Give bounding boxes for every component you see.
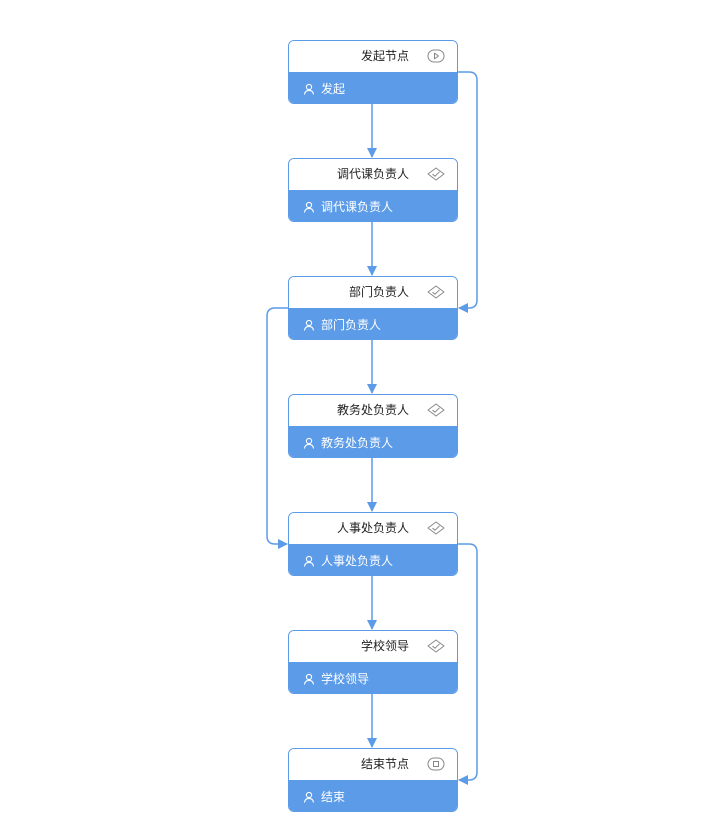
flow-node-approval[interactable]: 人事处负责人 人事处负责人 (288, 512, 458, 576)
flow-node-approval[interactable]: 部门负责人 部门负责人 (288, 276, 458, 340)
node-header: 学校领导 (289, 631, 457, 662)
node-body: 学校领导 (289, 662, 457, 693)
node-assignee: 人事处负责人 (321, 554, 394, 568)
play-circle-icon (427, 49, 445, 63)
user-icon (303, 791, 315, 803)
node-title: 部门负责人 (348, 285, 409, 299)
node-body: 调代课负责人 (289, 190, 457, 221)
node-title: 教务处负责人 (336, 403, 409, 417)
stop-circle-icon (427, 757, 445, 771)
node-body: 教务处负责人 (289, 426, 457, 457)
user-icon (303, 673, 315, 685)
node-assignee: 学校领导 (321, 672, 370, 686)
node-body: 部门负责人 (289, 308, 457, 339)
flow-edge (266, 307, 288, 549)
node-assignee: 调代课负责人 (321, 200, 394, 214)
node-assignee: 结束 (321, 790, 346, 804)
flow-node-approval[interactable]: 教务处负责人 教务处负责人 (288, 394, 458, 458)
node-title: 调代课负责人 (336, 167, 409, 181)
flow-node-start[interactable]: 发起节点 发起 (288, 40, 458, 104)
user-icon (303, 555, 315, 567)
flow-edge (458, 71, 478, 313)
diamond-icon (427, 639, 445, 653)
node-body: 人事处负责人 (289, 544, 457, 575)
node-header: 教务处负责人 (289, 395, 457, 426)
flow-node-approval[interactable]: 学校领导 学校领导 (288, 630, 458, 694)
flow-node-end[interactable]: 结束节点 结束 (288, 748, 458, 812)
diamond-icon (427, 403, 445, 417)
user-icon (303, 437, 315, 449)
node-header: 结束节点 (289, 749, 457, 780)
node-title: 结束节点 (360, 757, 409, 771)
node-header: 部门负责人 (289, 277, 457, 308)
node-header: 人事处负责人 (289, 513, 457, 544)
flow-node-approval[interactable]: 调代课负责人 调代课负责人 (288, 158, 458, 222)
node-assignee: 发起 (321, 82, 346, 96)
node-body: 结束 (289, 780, 457, 811)
node-header: 调代课负责人 (289, 159, 457, 190)
node-body: 发起 (289, 72, 457, 103)
diamond-icon (427, 285, 445, 299)
node-assignee: 教务处负责人 (321, 436, 394, 450)
user-icon (303, 83, 315, 95)
diamond-icon (427, 167, 445, 181)
node-title: 人事处负责人 (336, 521, 409, 535)
flow-edge (458, 543, 478, 785)
node-title: 学校领导 (360, 639, 409, 653)
user-icon (303, 319, 315, 331)
node-title: 发起节点 (360, 49, 409, 63)
node-header: 发起节点 (289, 41, 457, 72)
user-icon (303, 201, 315, 213)
diamond-icon (427, 521, 445, 535)
node-assignee: 部门负责人 (321, 318, 382, 332)
